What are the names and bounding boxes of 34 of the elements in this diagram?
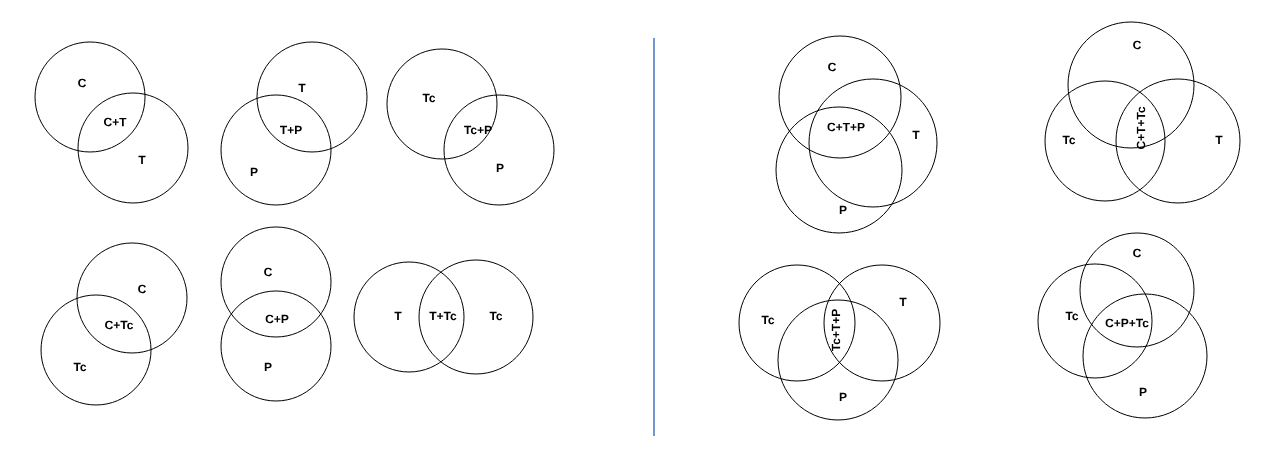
set-label: P [264,362,272,372]
set-label: P [839,205,847,215]
set-label: C [828,62,836,72]
set-label: T [912,130,920,140]
set-label: Tc [1065,311,1079,321]
set-label: T [298,83,306,93]
set-label: C+T [104,117,127,127]
set-label: Tc [761,315,775,325]
set-label: Tc+P [464,125,492,135]
set-label: P [839,392,847,402]
set-label: Tc [1062,135,1076,145]
set-label: T [899,297,907,307]
set-label: P [250,167,258,177]
set-label: C [78,78,87,88]
set-label: C+T+Tc [1136,106,1146,150]
set-label: C [1133,40,1141,50]
set-label: C+P+Tc [1105,318,1149,328]
set-label: T [138,155,146,165]
set-label: C+P [265,314,289,324]
set-label: C [138,284,146,294]
set-label: Tc [422,93,436,103]
set-label: P [496,163,504,173]
set-label: C [264,267,272,277]
set-label: T+P [280,125,302,135]
set-label: C+Tc [105,320,134,330]
set-label: T+Tc [429,311,457,321]
set-label: C+T+P [827,122,865,132]
set-label: Tc [489,311,503,321]
set-label: Tc [73,362,87,372]
set-label: C [1133,248,1141,258]
set-label: T [394,311,402,321]
set-label: T [1215,135,1223,145]
set-label: Tc+T+P [831,309,841,352]
set-label: P [1139,387,1147,397]
